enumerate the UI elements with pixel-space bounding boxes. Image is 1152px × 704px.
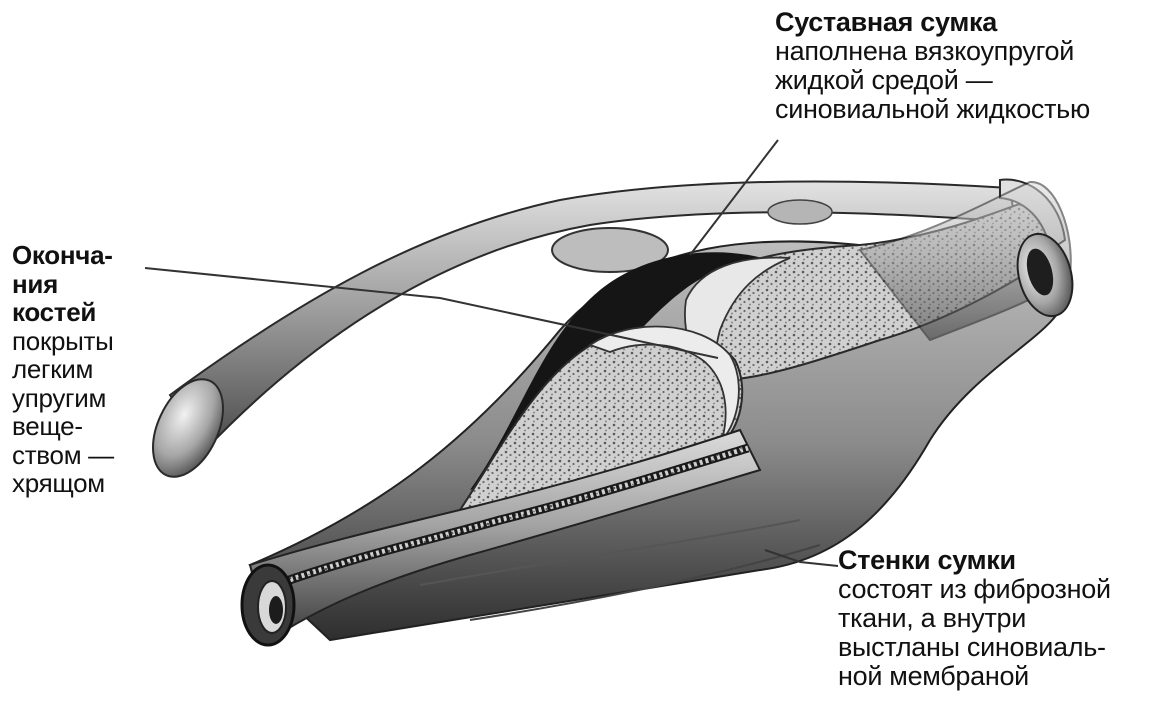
- bone-ends-label-title: ния: [12, 270, 114, 299]
- bone-ends-label-title: Оконча-: [12, 241, 114, 270]
- bone-ends-label-line: упругим: [12, 384, 114, 413]
- capsule-label-line: наполнена вязкоупругой: [775, 37, 1090, 66]
- capsule-label-line: синовиальной жидкостью: [775, 95, 1090, 124]
- bone-ends-label: Оконча- ния костей покрыты легким упруги…: [12, 241, 114, 498]
- bone-ends-label-line: покрыты: [12, 327, 114, 356]
- bone-ends-label-line: ством —: [12, 441, 114, 470]
- walls-label-line: ткани, а внутри: [838, 604, 1111, 633]
- bone-ends-label-line: хрящом: [12, 469, 114, 498]
- bone-ends-label-title: костей: [12, 298, 114, 327]
- walls-label-title: Стенки сумки: [838, 546, 1111, 575]
- capsule-label: Суставная сумка наполнена вязкоупругой ж…: [775, 8, 1090, 124]
- capsule-label-title: Суставная сумка: [775, 8, 1090, 37]
- walls-label-line: выстланы синовиаль-: [838, 633, 1111, 662]
- bone-ends-label-line: веще-: [12, 412, 114, 441]
- walls-label-line: состоят из фиброзной: [838, 575, 1111, 604]
- bone-ends-label-line: легким: [12, 355, 114, 384]
- capsule-label-line: жидкой средой —: [775, 66, 1090, 95]
- walls-label-line: ной мембраной: [838, 662, 1111, 691]
- walls-label: Стенки сумки состоят из фиброзной ткани,…: [838, 546, 1111, 691]
